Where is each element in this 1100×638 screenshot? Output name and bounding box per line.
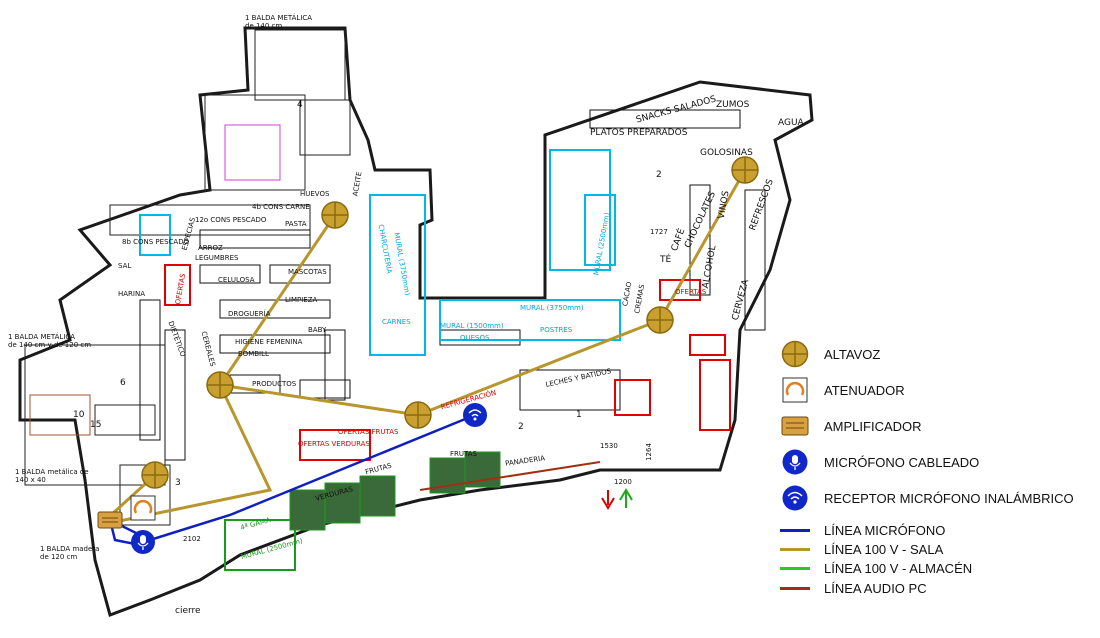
label-huevos: HUEVOS — [300, 190, 330, 198]
label-cons-carne: 4b CONS CARNE — [252, 203, 310, 211]
attenuator-icon — [130, 495, 156, 521]
wired-microphone-icon — [131, 530, 155, 554]
legend-item-wired-mic: MICRÓFONO CABLEADO — [780, 447, 980, 477]
line-swatch-audio-pc — [780, 586, 810, 590]
label-dim-1727: 1727 — [650, 228, 668, 236]
building-walls — [18, 26, 814, 617]
wireless-receiver-icon — [463, 403, 487, 427]
cyan-murals — [139, 149, 621, 356]
label-ofertas-verduras: OFERTAS VERDURAS — [298, 440, 370, 448]
room-number: 15 — [90, 420, 102, 430]
line-swatch — [780, 573, 810, 603]
line-swatch — [780, 515, 810, 545]
legend-line-sala: LÍNEA 100 V - SALA — [780, 537, 943, 561]
label-legumbres: LEGUMBRES — [195, 254, 239, 262]
legend-item-speaker: ALTAVOZ — [780, 339, 881, 369]
entry-arrows — [601, 488, 633, 510]
label-cons-pescado: 12o CONS PESCADO — [195, 216, 267, 224]
wireless-receiver-icon — [780, 483, 810, 513]
wired-microphone-icon — [780, 447, 810, 477]
label-carnes: CARNES — [382, 318, 411, 326]
legend-label: ALTAVOZ — [824, 346, 881, 362]
legend-line-almacen: LÍNEA 100 V - ALMACÉN — [780, 556, 972, 580]
speakers — [141, 156, 759, 489]
line-swatch-mic — [780, 528, 810, 532]
label-dim-1264: 1264 — [644, 443, 653, 461]
label-ofertas-frutas: OFERTAS FRUTAS — [338, 428, 399, 436]
label-zumos: ZUMOS — [716, 100, 750, 110]
label-dim-1200: 1200 — [614, 478, 632, 486]
storage-rooms — [24, 29, 351, 526]
label-harina: HARINA — [118, 290, 146, 298]
label-sal: SAL — [118, 262, 132, 270]
legend-label: LÍNEA MICRÓFONO — [824, 522, 946, 538]
label-platos: PLATOS PREPARADOS — [590, 128, 688, 138]
legend-item-wireless-receiver: RECEPTOR MICRÓFONO INALÁMBRICO — [780, 483, 1074, 513]
room-number: 1 — [576, 410, 582, 420]
line-audio-pc — [419, 461, 601, 491]
speaker-icon — [404, 401, 432, 429]
room-number: 10 — [73, 410, 85, 420]
label-agua: AGUA — [778, 118, 804, 128]
label-higiene: HIGIENE FEMENINA — [235, 338, 303, 346]
room-number: 3 — [175, 478, 181, 488]
legend-item-amplifier: AMPLIFICADOR — [780, 414, 922, 438]
speaker-icon — [321, 201, 349, 229]
legend-item-attenuator: ATENUADOR — [780, 375, 905, 405]
label-golosinas: GOLOSINAS — [700, 148, 753, 158]
speaker-icon — [780, 339, 810, 369]
label-cierre: cierre — [175, 606, 201, 616]
label-limpieza: LIMPIEZA — [285, 296, 318, 304]
label-pasta: PASTA — [285, 220, 307, 228]
legend-label: MICRÓFONO CABLEADO — [824, 454, 980, 470]
amplifier-icon — [97, 511, 123, 529]
line-swatch — [780, 553, 810, 583]
label-postres: POSTRES — [540, 326, 573, 334]
label-te: TÉ — [660, 255, 672, 265]
legend-line-audio-pc: LÍNEA AUDIO PC — [780, 576, 927, 600]
legend-label: AMPLIFICADOR — [824, 418, 922, 434]
speaker-icon — [206, 371, 234, 399]
speaker-icon — [646, 306, 674, 334]
label-dim-2102: 2102 — [183, 535, 201, 543]
label-quesos: QUESOS — [460, 334, 490, 342]
label-ofertas-right: OFERTAS — [675, 288, 707, 296]
label-dim-1530: 1530 — [600, 442, 618, 450]
speaker-icon — [141, 461, 169, 489]
room-number: 2 — [518, 422, 524, 432]
label-cons-pescado2: 8b CONS PESCADO — [122, 238, 190, 246]
label-celulosa: CELULOSA — [218, 276, 255, 284]
label-productos: PRODUCTOS — [252, 380, 297, 388]
room-number: 2 — [656, 170, 662, 180]
speaker-icon — [731, 156, 759, 184]
line-swatch — [780, 534, 810, 564]
label-arroz: ARROZ — [198, 244, 223, 252]
label-baby: BABY — [308, 326, 327, 334]
legend-label: LÍNEA AUDIO PC — [824, 580, 927, 596]
label-drogueria: DROGUERÍA — [228, 310, 271, 318]
legend-label: ATENUADOR — [824, 382, 905, 398]
label-mascotas: MASCOTAS — [288, 268, 327, 276]
red-fixtures — [164, 264, 731, 461]
label-mural-3750-b: MURAL (3750mm) — [520, 304, 584, 312]
amplifier-icon — [780, 411, 810, 441]
legend-label: RECEPTOR MICRÓFONO INALÁMBRICO — [824, 490, 1074, 506]
label-bombill: BOMBILL — [238, 350, 269, 358]
attenuator-icon — [780, 375, 810, 405]
room-number: 4 — [297, 100, 303, 110]
line-swatch-almacen — [780, 566, 810, 570]
label-frutas: FRUTAS — [450, 450, 477, 458]
legend-label: LÍNEA 100 V - ALMACÉN — [824, 560, 973, 576]
room-number: 6 — [120, 378, 126, 388]
label-mural-1500: MURAL (1500mm) — [440, 322, 504, 330]
legend-label: LÍNEA 100 V - SALA — [824, 541, 944, 557]
line-swatch-sala — [780, 547, 810, 551]
legend-line-mic: LÍNEA MICRÓFONO — [780, 518, 945, 542]
